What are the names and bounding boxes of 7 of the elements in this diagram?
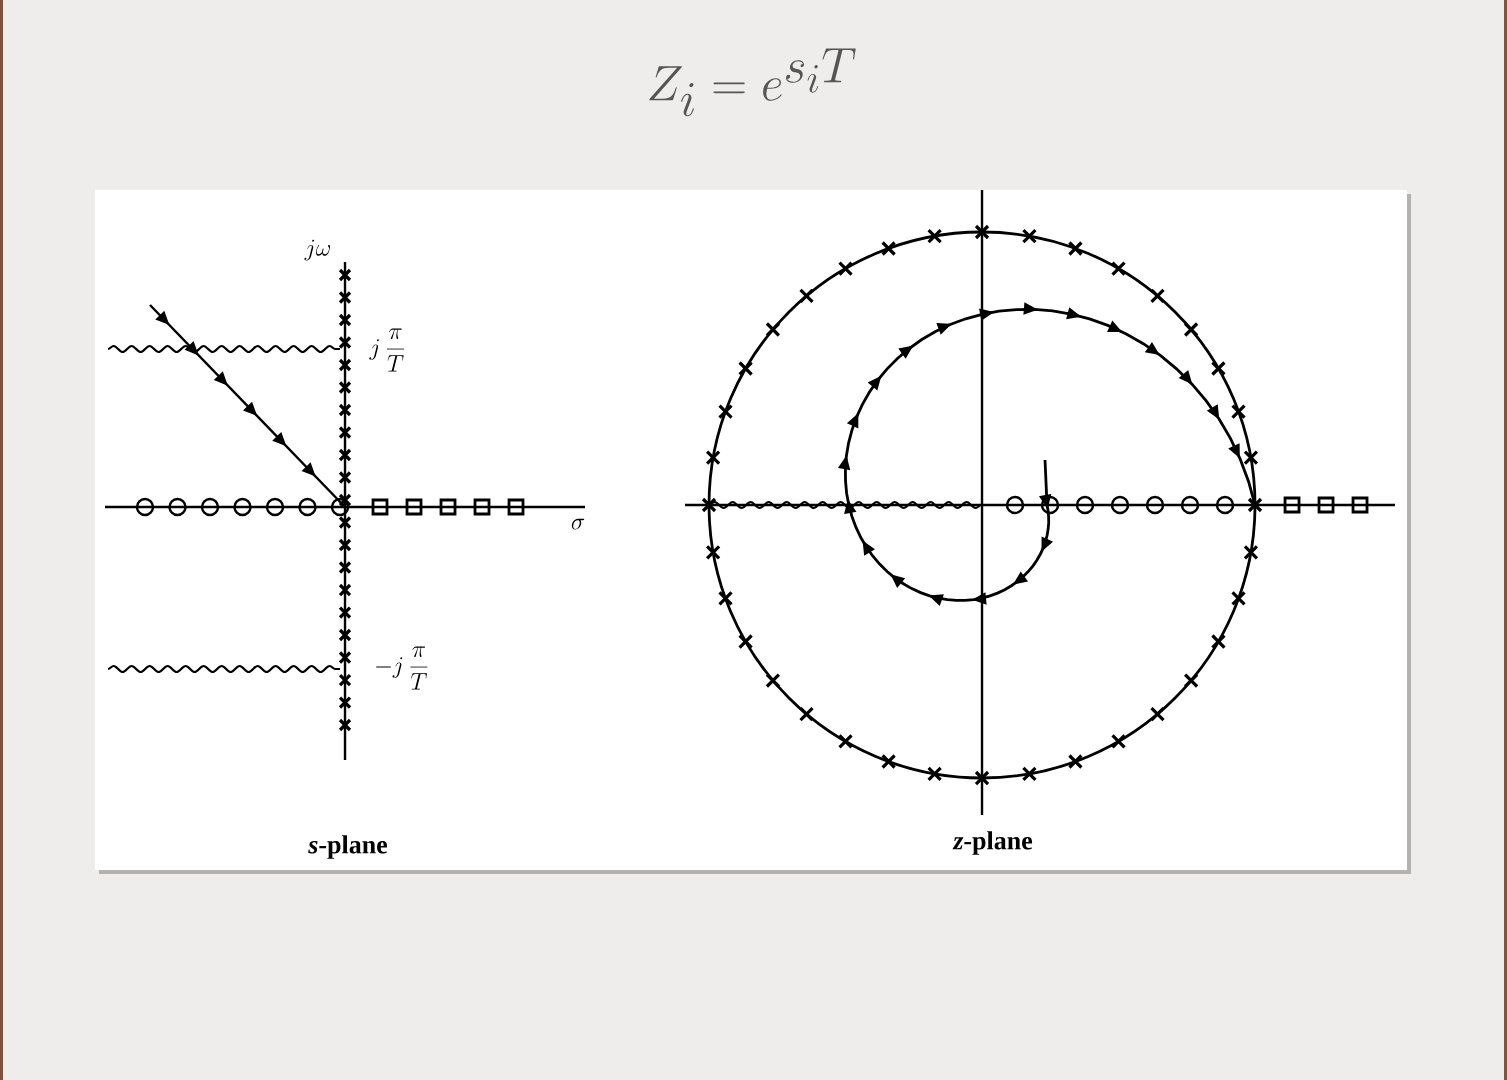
- plane-caption: s-plane: [308, 835, 388, 859]
- axis-label: $-j\,\frac{\pi}{T}$: [376, 646, 428, 690]
- plane-caption: z-plane: [952, 831, 1033, 855]
- axis-label: $j\omega$: [304, 239, 331, 261]
- formula-title: $Z_i = e^{s_i T}$: [649, 48, 856, 117]
- axis-label: $j\,\frac{\pi}{T}$: [369, 328, 405, 372]
- axis-label: $\sigma$: [571, 518, 585, 530]
